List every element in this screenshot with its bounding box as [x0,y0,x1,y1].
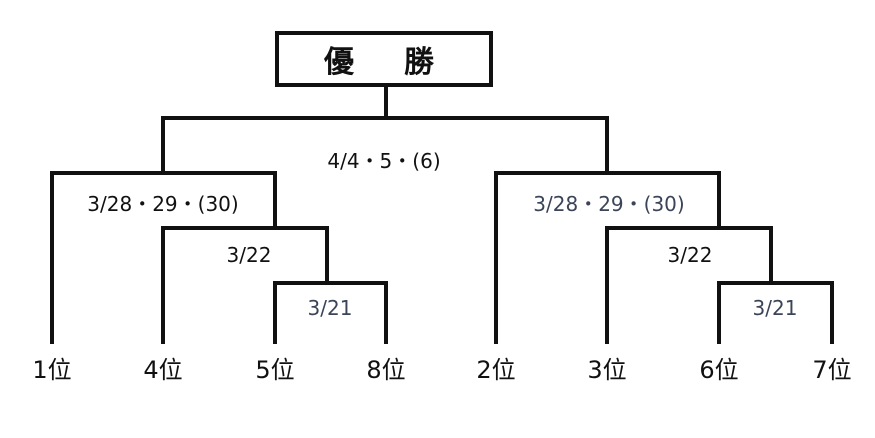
seed-label: 3位 [587,356,627,384]
seed-label: 1位 [32,356,72,384]
left-semifinal-date: 3/28・29・(30) [87,192,239,216]
seed-label: 8位 [366,356,406,384]
seed-label: 6位 [699,356,739,384]
right-first-round-date: 3/21 [752,296,798,320]
champion-title: 優 勝 [324,45,444,80]
right-quarterfinal-date: 3/22 [667,243,713,267]
final-date: 4/4・5・(6) [327,149,441,173]
seed-label: 5位 [255,356,295,384]
left-quarterfinal-date: 3/22 [226,243,272,267]
seed-label: 7位 [812,356,852,384]
left-first-round-date: 3/21 [307,296,353,320]
seed-label: 4位 [143,356,183,384]
champion-title-box: 優 勝 [275,31,493,87]
seed-label: 2位 [476,356,516,384]
right-semifinal-date: 3/28・29・(30) [533,192,685,216]
